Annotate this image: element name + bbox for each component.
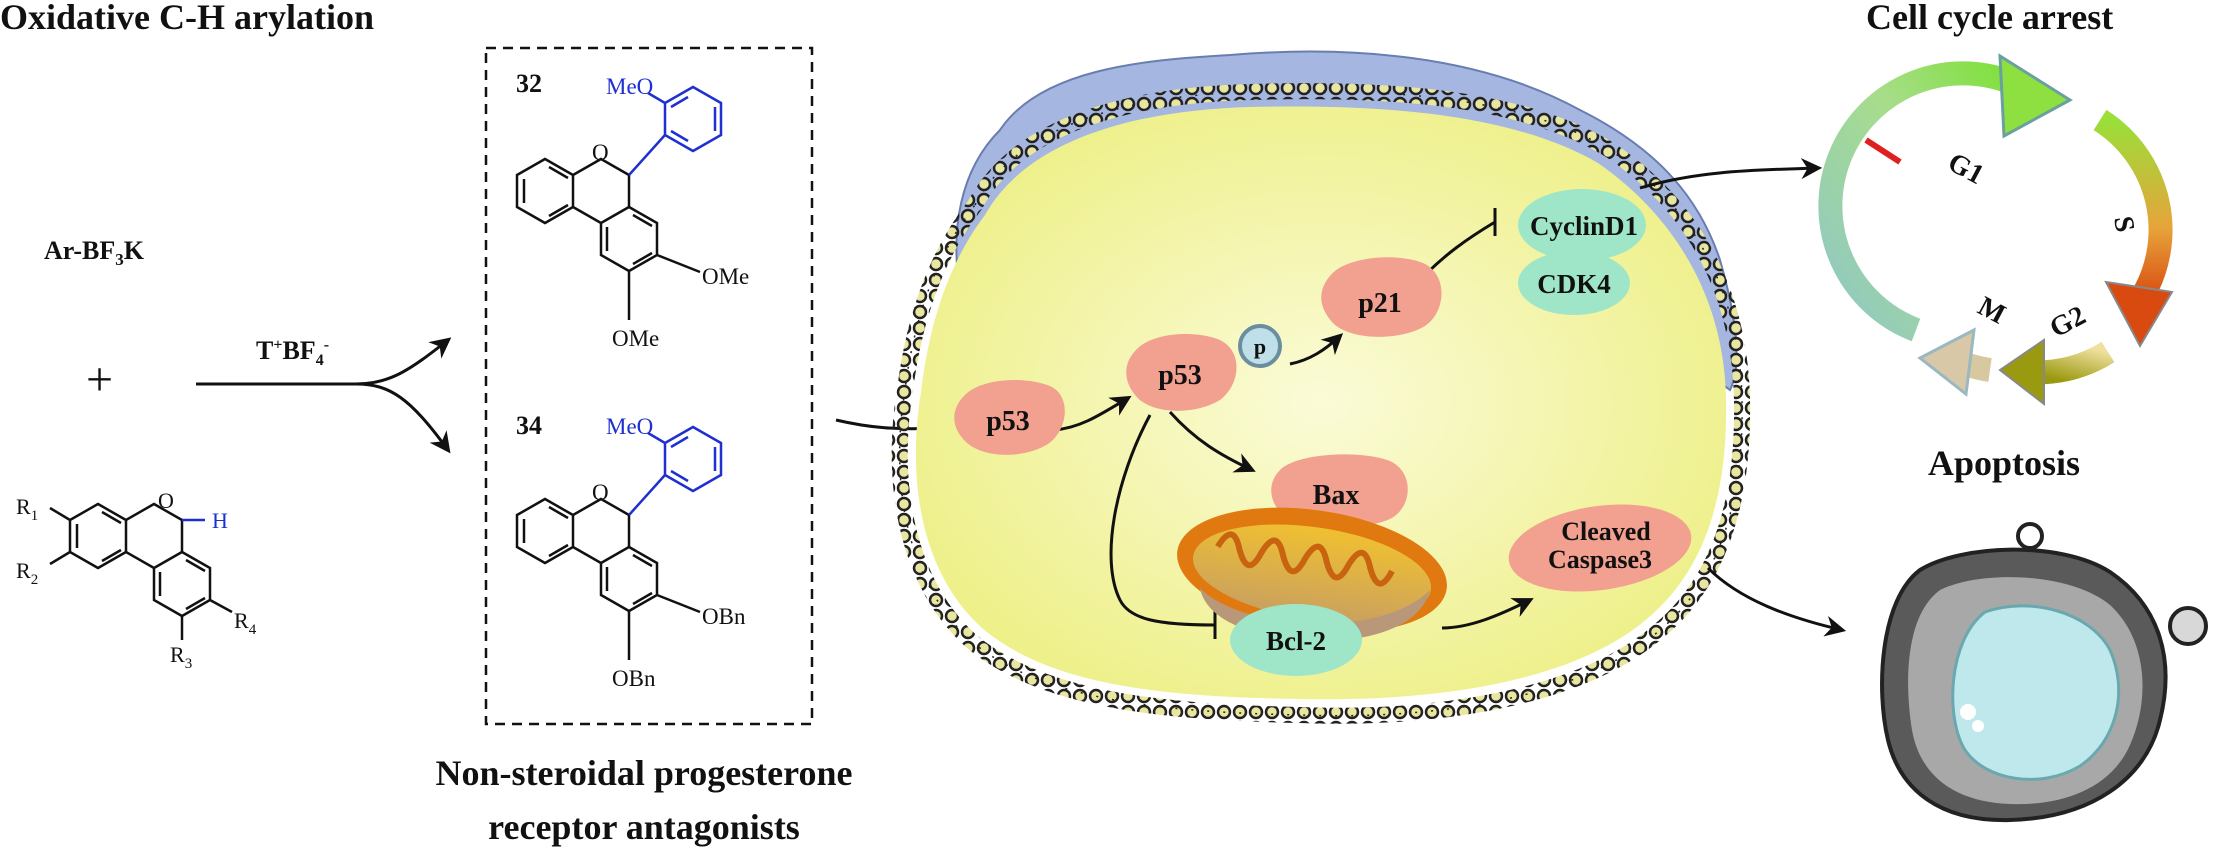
svg-text:R2: R2	[16, 558, 38, 588]
svg-text:R1: R1	[16, 494, 38, 524]
compound-34-sub2: OBn	[612, 666, 656, 691]
protein-cdk4	[1518, 251, 1630, 315]
label-p53-a: p53	[986, 406, 1030, 437]
compound-34-structure	[515, 425, 723, 660]
phase-g1: G1	[1943, 147, 1989, 191]
label-p53-b: p53	[1158, 360, 1202, 391]
svg-text:R3: R3	[170, 642, 192, 672]
title-cell-cycle-arrest: Cell cycle arrest	[1866, 0, 2114, 37]
label-cdk4: CDK4	[1537, 269, 1611, 299]
title-apoptosis: Apoptosis	[1928, 443, 2081, 483]
compound-34-sub1: OBn	[702, 604, 746, 629]
label-caspase-line2: Caspase3	[1548, 545, 1652, 574]
cell-cycle-wheel	[1818, 53, 2174, 407]
compound-34-number: 34	[516, 411, 542, 440]
compound-32-sub1: OMe	[702, 264, 749, 289]
svg-text:R4: R4	[234, 608, 257, 638]
compound-32-meo: MeO	[606, 74, 653, 99]
scaffold-r4: R	[234, 608, 249, 633]
phase-m: M	[1973, 291, 2011, 331]
protein-caspase3	[1508, 504, 1692, 592]
apoptotic-cell	[1880, 522, 2208, 823]
scaffold-r3: R	[170, 642, 185, 667]
catalyst-label: T+BF4-	[256, 336, 330, 370]
compound-32-sub2: OMe	[612, 326, 659, 351]
label-bcl2: Bcl-2	[1266, 626, 1326, 656]
caption-line1: Non-steroidal progesterone	[435, 753, 853, 793]
scaffold-r2: R	[16, 558, 31, 583]
label-bax: Bax	[1313, 480, 1360, 511]
compound-box	[484, 46, 814, 726]
reaction-arrow	[196, 337, 452, 454]
protein-p53-a	[954, 380, 1065, 455]
reagent-label: Ar-BF3K	[44, 236, 144, 270]
phospho-circle	[1238, 324, 1282, 368]
scaffold-oxygen: O	[158, 488, 174, 513]
compound-34-meo: MeO	[606, 414, 653, 439]
protein-p53-b	[1126, 334, 1237, 411]
caption-line2: receptor antagonists	[488, 807, 800, 847]
label-cyclind1: CyclinD1	[1530, 211, 1638, 241]
phase-g2: G2	[2045, 300, 2091, 344]
label-caspase-line1: Cleaved	[1561, 517, 1651, 546]
compound-32-structure	[515, 85, 723, 320]
protein-cyclind1	[1518, 189, 1646, 261]
label-phospho: p	[1254, 334, 1266, 359]
plus-sign: +	[86, 353, 114, 406]
protein-bcl2	[1230, 604, 1362, 676]
scaffold-hydrogen: H	[212, 508, 228, 533]
phase-s: S	[2107, 214, 2140, 235]
compound-34-oxygen: O	[592, 480, 609, 505]
protein-p21	[1321, 257, 1442, 337]
title-oxidative-arylation: Oxidative C-H arylation	[0, 0, 374, 37]
label-p21: p21	[1358, 288, 1402, 319]
compound-32-number: 32	[516, 69, 542, 98]
compound-32-oxygen: O	[592, 140, 609, 165]
cell-membrane-beads	[891, 83, 1751, 724]
scaffold-structure	[49, 502, 233, 640]
scaffold-r1: R	[16, 494, 31, 519]
scaffold-labels: R1 R2 R3 R4 O H	[16, 488, 257, 672]
